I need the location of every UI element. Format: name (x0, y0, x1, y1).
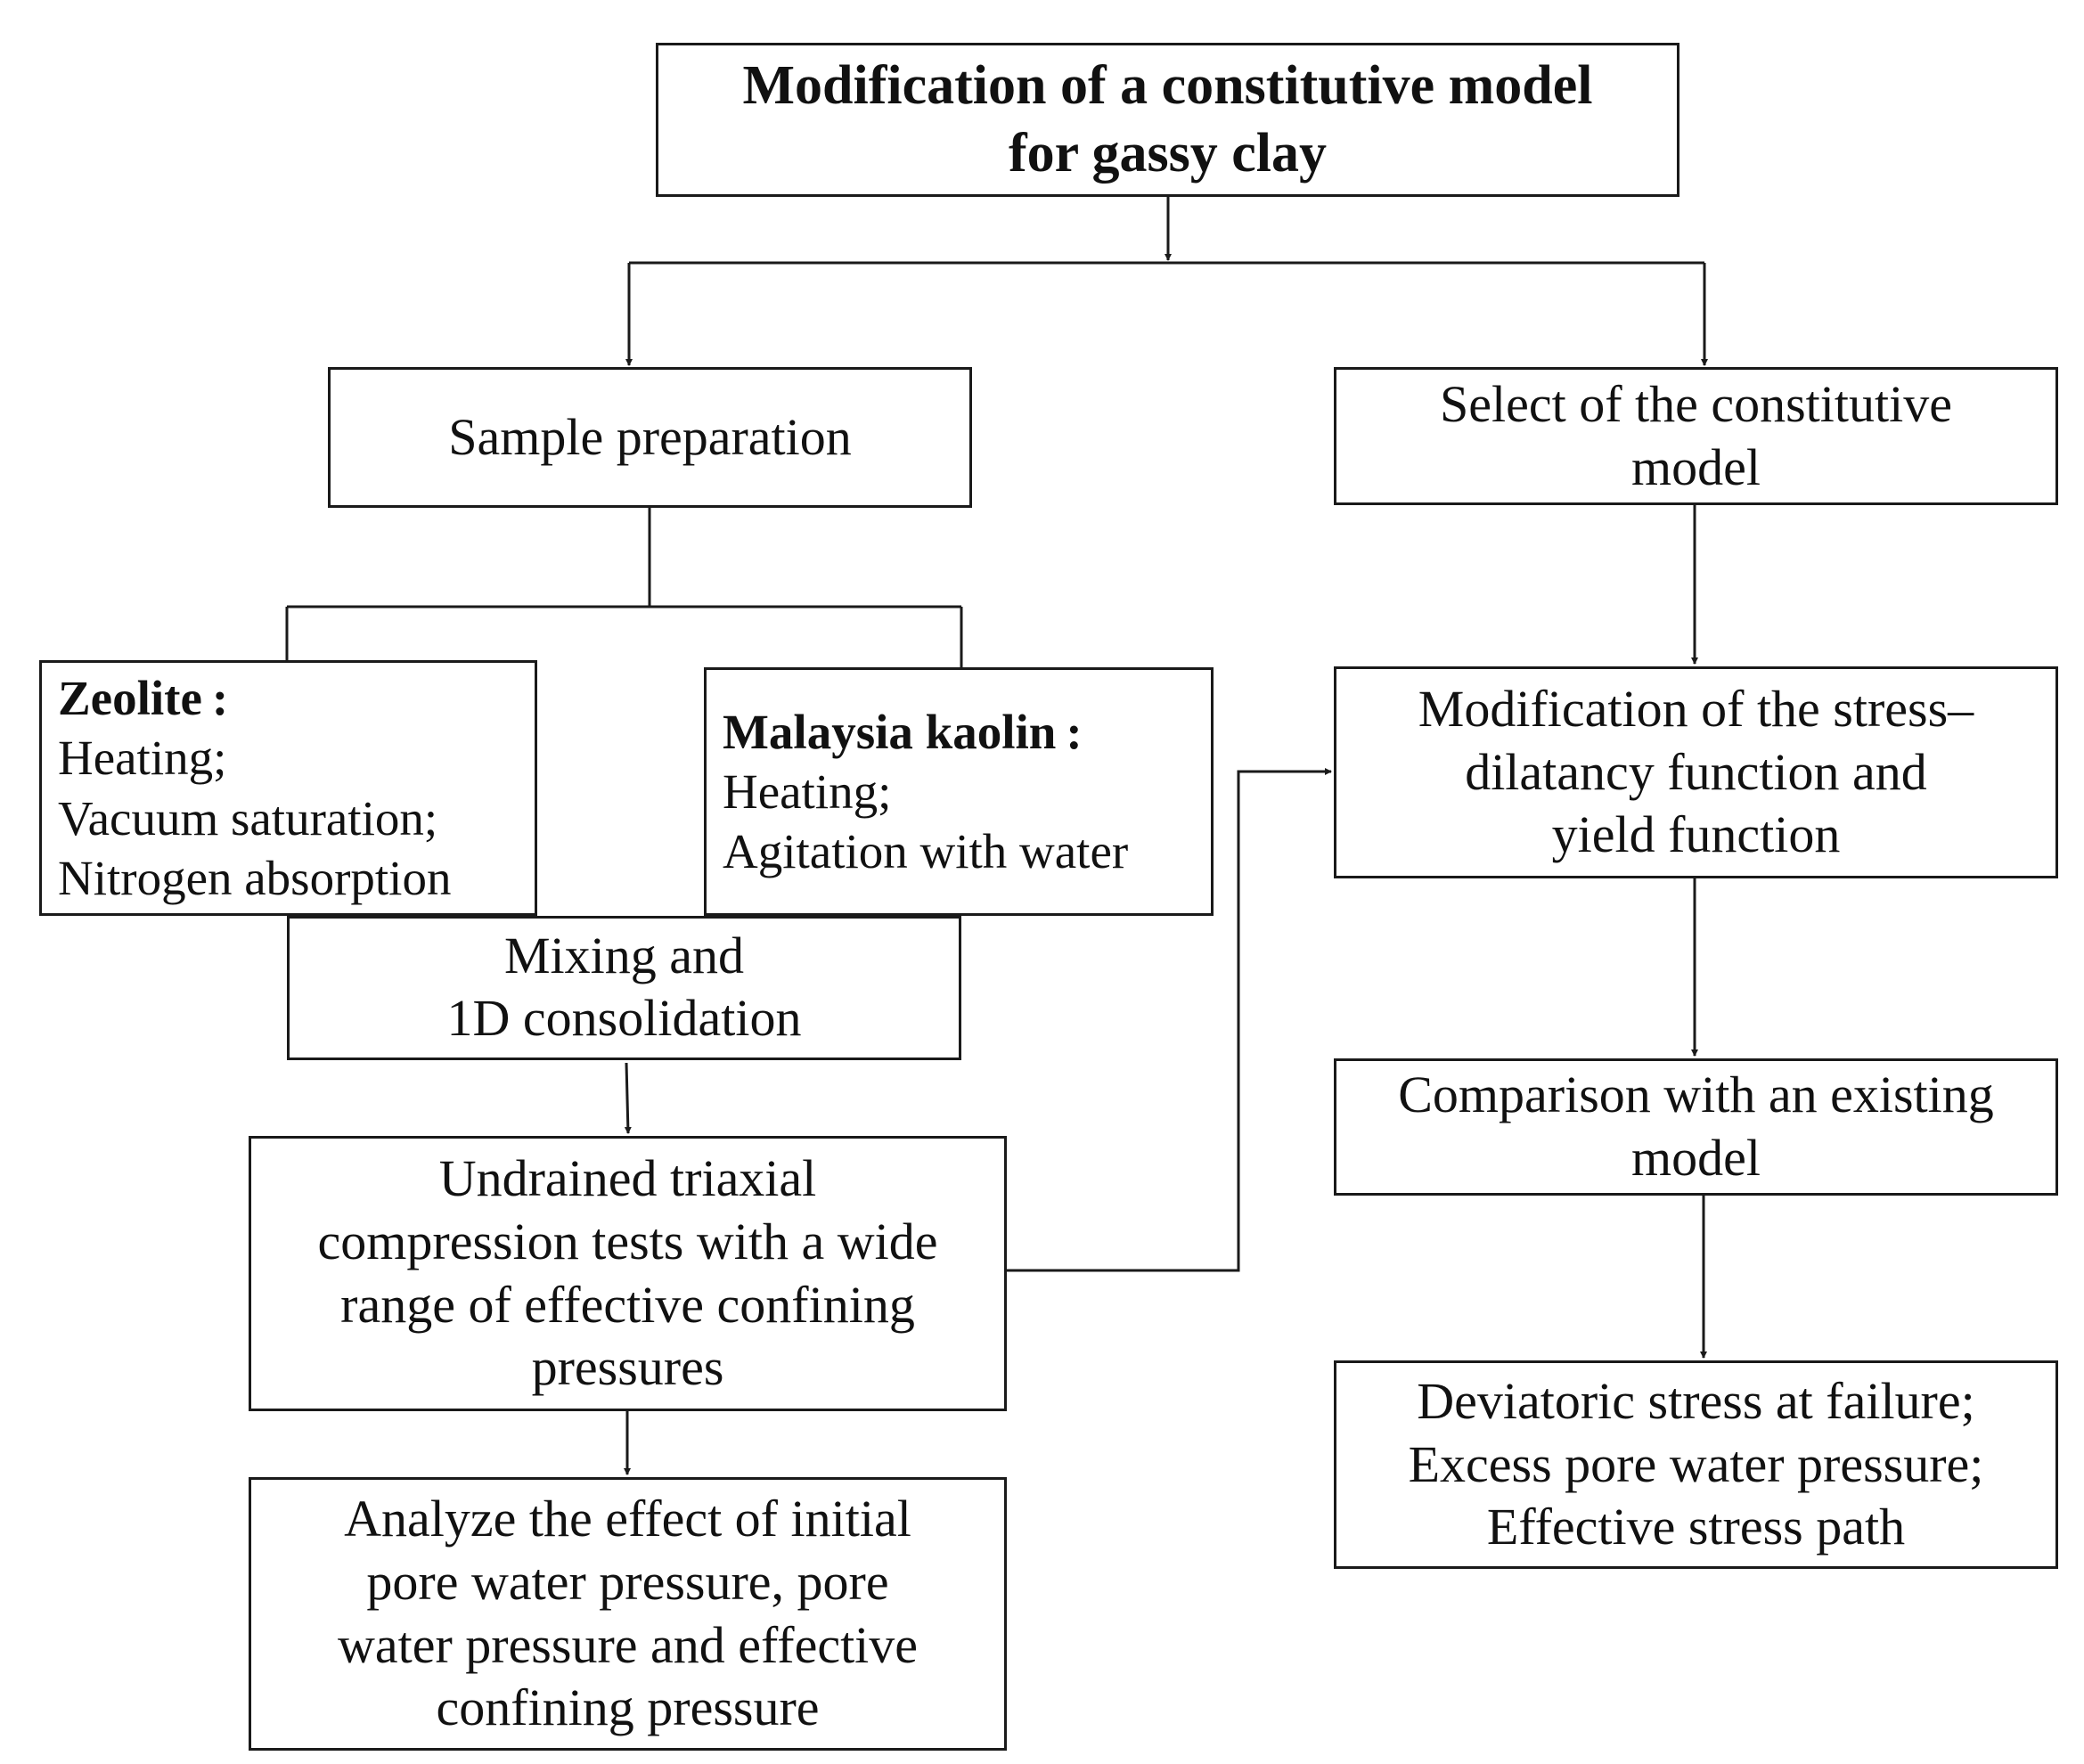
zeolite-box: Zeolite : Heating; Vacuum saturation; Ni… (39, 660, 537, 916)
title-line-2: for gassy clay (1008, 122, 1328, 184)
results-box: Deviatoric stress at failure; Excess por… (1334, 1360, 2058, 1569)
select-model-line-2: model (1631, 437, 1761, 496)
mixing-line-1: Mixing and (503, 926, 745, 984)
comparison-line-1: Comparison with an existing (1398, 1066, 1994, 1124)
analyze-line-4: confining pressure (436, 1678, 820, 1737)
modification-functions-box: Modification of the stress– dilatancy fu… (1334, 666, 2058, 878)
arrow-mixing-to-undrained (624, 1062, 632, 1134)
select-model-box: Select of the constitutive model (1334, 367, 2058, 505)
mixing-line-2: 1D consolidation (446, 989, 802, 1048)
undrained-line-3: range of effective confining (340, 1275, 915, 1334)
title-box: Modification of a constitutive model for… (656, 43, 1679, 197)
analyze-line-3: water pressure and effective (337, 1615, 919, 1674)
kaolin-step-1: Heating; (723, 764, 892, 819)
results-line-1: Deviatoric stress at failure; (1417, 1371, 1975, 1430)
analyze-effect-box: Analyze the effect of initial pore water… (249, 1477, 1007, 1751)
title-line-1: Modification of a constitutive model (742, 54, 1593, 116)
kaolin-step-2: Agitation with water (723, 824, 1129, 879)
results-line-2: Excess pore water pressure; (1408, 1434, 1984, 1493)
modification-line-2: dilatancy function and (1465, 742, 1927, 801)
zeolite-step-1: Heating; (58, 731, 227, 786)
comparison-box: Comparison with an existing model (1334, 1058, 2058, 1196)
sample-preparation-label: Sample preparation (448, 407, 852, 466)
undrained-line-1: Undrained triaxial (438, 1149, 817, 1207)
zeolite-step-3: Nitrogen absorption (58, 850, 452, 905)
modification-line-1: Modification of the stress– (1418, 679, 1974, 738)
zeolite-step-2: Vacuum saturation; (58, 790, 438, 845)
undrained-tests-box: Undrained triaxial compression tests wit… (249, 1136, 1007, 1411)
analyze-line-2: pore water pressure, pore (366, 1552, 889, 1611)
select-model-line-1: Select of the constitutive (1439, 374, 1952, 433)
comparison-line-2: model (1631, 1129, 1761, 1187)
analyze-line-1: Analyze the effect of initial (344, 1490, 911, 1548)
sample-preparation-box: Sample preparation (328, 367, 972, 508)
modification-line-3: yield function (1551, 805, 1841, 864)
zeolite-heading: Zeolite : (58, 671, 229, 726)
kaolin-heading: Malaysia kaolin : (723, 704, 1083, 759)
undrained-line-4: pressures (531, 1338, 724, 1397)
results-line-3: Effective stress path (1486, 1498, 1906, 1556)
mixing-consolidation-box: Mixing and 1D consolidation (287, 916, 961, 1060)
kaolin-box: Malaysia kaolin : Heating; Agitation wit… (704, 667, 1214, 916)
arrow-undrained-to-modification (1007, 768, 1332, 1272)
undrained-line-2: compression tests with a wide (317, 1212, 938, 1270)
